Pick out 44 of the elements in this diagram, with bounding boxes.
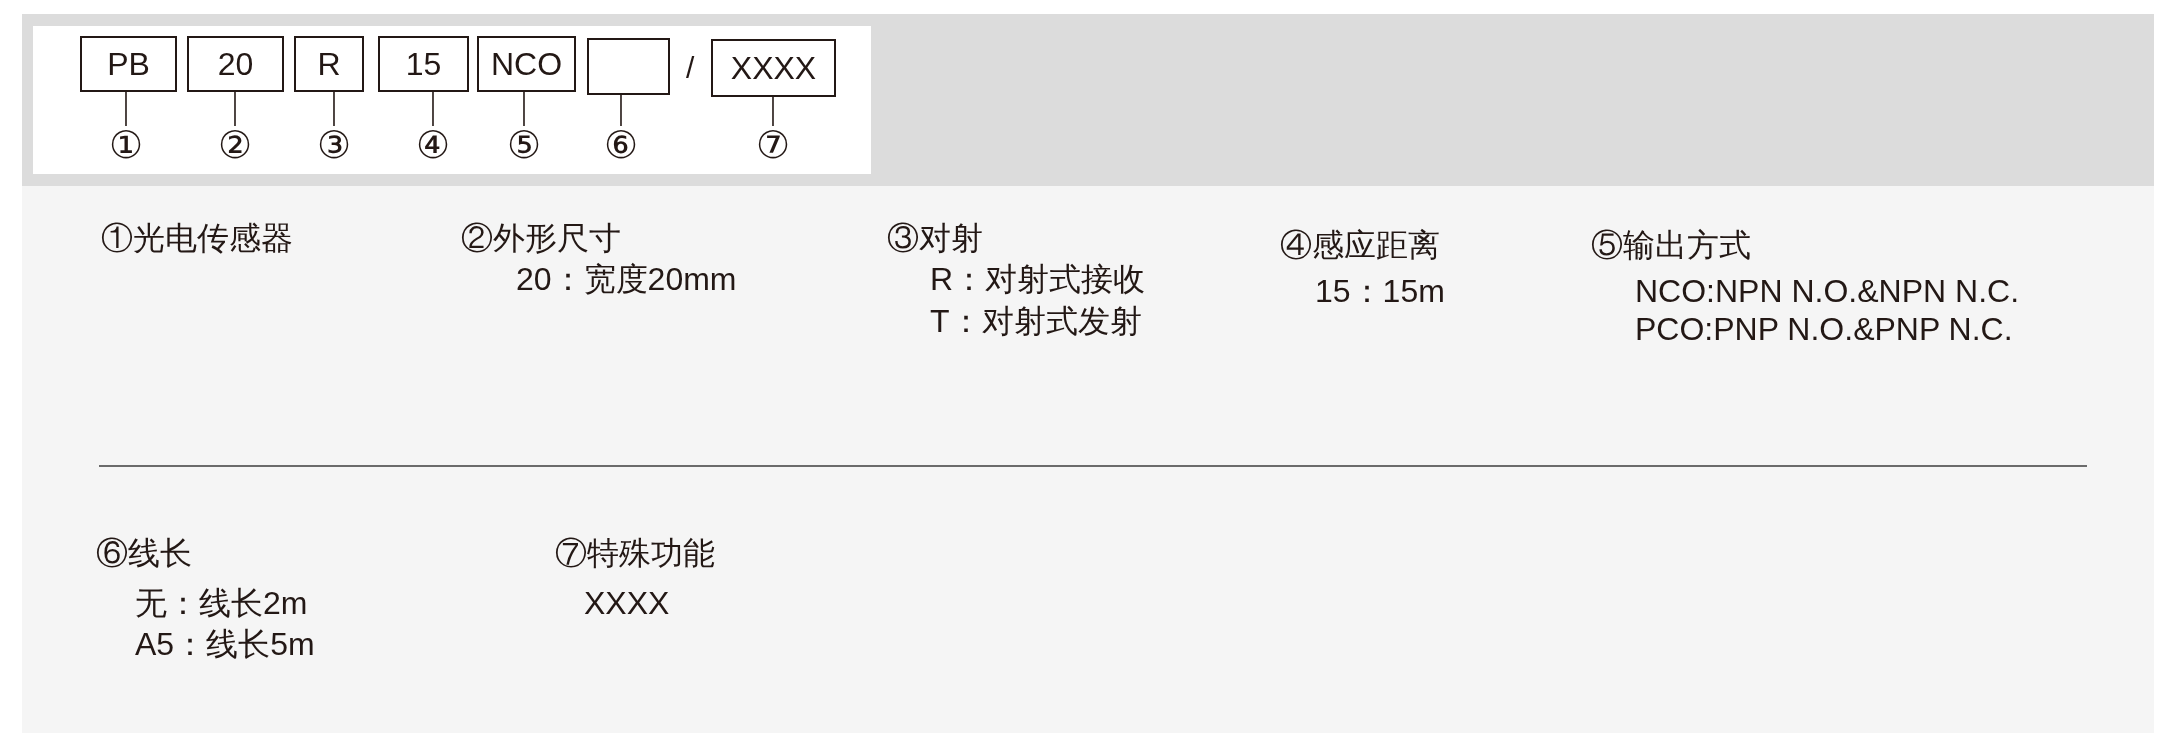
leader-line: [333, 91, 335, 127]
leader-line: [620, 94, 622, 127]
model-code-text: NCO: [490, 48, 563, 80]
callout-number: ⑤: [506, 126, 542, 164]
model-code-text: PB: [107, 48, 150, 80]
code-box: [711, 39, 836, 97]
code-box: [80, 36, 177, 92]
item-heading: ⑦特殊功能: [555, 534, 715, 573]
callout-number: ③: [316, 126, 352, 164]
option-text: R：对射式接收: [930, 260, 1146, 299]
slash-separator: /: [686, 52, 695, 84]
code-box: [187, 36, 284, 92]
item-heading: ④感应距离: [1280, 226, 1440, 265]
callout-number: ①: [108, 126, 144, 164]
option-text: A5：线长5m: [135, 625, 315, 664]
code-box: [477, 36, 576, 92]
code-box: [378, 36, 469, 92]
model-code-text: R: [317, 48, 341, 80]
item-heading: ⑤输出方式: [1591, 226, 1751, 265]
leader-line: [432, 91, 434, 127]
item-heading: ⑥线长: [96, 534, 192, 573]
item-heading: ③对射: [887, 219, 983, 258]
model-code-text: XXXX: [730, 52, 817, 84]
option-text: NCO:NPN N.O.&NPN N.C.: [1635, 272, 2020, 311]
option-text: 15：15m: [1315, 272, 1445, 311]
option-text: T：对射式发射: [930, 302, 1142, 341]
leader-line: [772, 96, 774, 127]
callout-number: ⑥: [603, 126, 639, 164]
callout-number: ⑦: [755, 126, 791, 164]
option-text: 20：宽度20mm: [516, 260, 737, 299]
empty-code-box: [587, 38, 670, 95]
model-code-text: 15: [405, 48, 442, 80]
option-text: XXXX: [584, 584, 670, 623]
model-code-text: 20: [217, 48, 254, 80]
leader-line: [125, 91, 127, 127]
callout-number: ②: [217, 126, 253, 164]
code-box: [294, 36, 364, 92]
leader-line: [523, 91, 525, 127]
item-heading: ①光电传感器: [101, 219, 293, 258]
leader-line: [234, 91, 236, 127]
callout-number: ④: [415, 126, 451, 164]
item-heading: ②外形尺寸: [461, 219, 621, 258]
option-text: PCO:PNP N.O.&PNP N.C.: [1635, 310, 2013, 349]
option-text: 无：线长2m: [135, 584, 308, 623]
